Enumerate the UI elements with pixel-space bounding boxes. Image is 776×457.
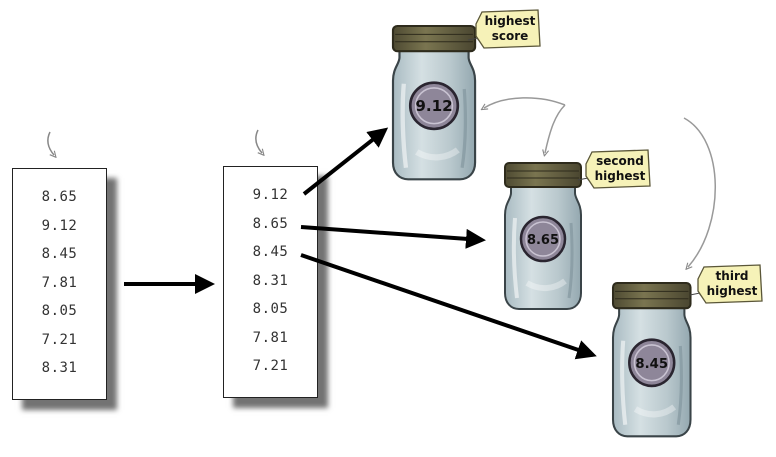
jar-third: 8.45 (613, 283, 691, 436)
sorted-value: 8.45 (252, 244, 289, 260)
sorted-list-box: 9.12 8.65 8.45 8.31 8.05 7.81 7.21 (223, 166, 318, 398)
curve-arrow-to-second (545, 104, 566, 153)
unsorted-value: 9.12 (41, 217, 78, 234)
unsorted-list-box: 8.65 9.12 8.45 7.81 8.05 7.21 8.31 (12, 168, 107, 400)
unsorted-value: 7.81 (41, 274, 78, 291)
unsorted-value: 8.31 (41, 360, 78, 376)
arrow-to-jar-3 (300, 253, 597, 360)
jar-value: 8.65 (527, 233, 559, 248)
sorted-value: 8.65 (252, 215, 289, 232)
sorted-hint-arrow (255, 129, 262, 153)
arrow-to-jar-2 (300, 225, 486, 249)
unsorted-value: 7.21 (41, 331, 78, 348)
tag-second: second highest (577, 149, 651, 189)
jar-value: 8.45 (635, 357, 668, 372)
sorted-value: 8.05 (252, 301, 289, 317)
unsorted-value: 8.05 (41, 303, 78, 319)
unsorted-value: 8.45 (41, 246, 78, 262)
unsorted-hint-arrow (47, 131, 54, 155)
curve-arrow-to-highest (484, 97, 566, 108)
tag-line2: highest (595, 169, 646, 183)
tag-line1: highest (485, 14, 536, 28)
sorted-value: 7.81 (252, 329, 289, 346)
jar-value: 9.12 (415, 97, 452, 115)
unsorted-list-values: 8.65 9.12 8.45 7.81 8.05 7.21 8.31 (13, 169, 106, 383)
tag-line1: third (716, 269, 749, 283)
tag-line1: second (596, 154, 644, 168)
sorted-value: 8.31 (252, 272, 289, 289)
tag-highest: highest score (467, 9, 541, 49)
tag-third: third highest (689, 264, 763, 304)
sorted-list-values: 9.12 8.65 8.45 8.31 8.05 7.81 7.21 (224, 167, 317, 381)
arrow-to-jar-1 (302, 127, 389, 196)
tag-line2: score (492, 29, 529, 43)
sorted-value: 9.12 (252, 187, 289, 203)
jar-second: 8.65 (505, 163, 581, 309)
curve-arrow-to-third (683, 117, 716, 267)
jar-highest: 9.12 (393, 26, 475, 179)
tag-line2: highest (707, 284, 758, 298)
sorted-value: 7.21 (252, 358, 289, 374)
unsorted-value: 8.65 (41, 189, 78, 205)
